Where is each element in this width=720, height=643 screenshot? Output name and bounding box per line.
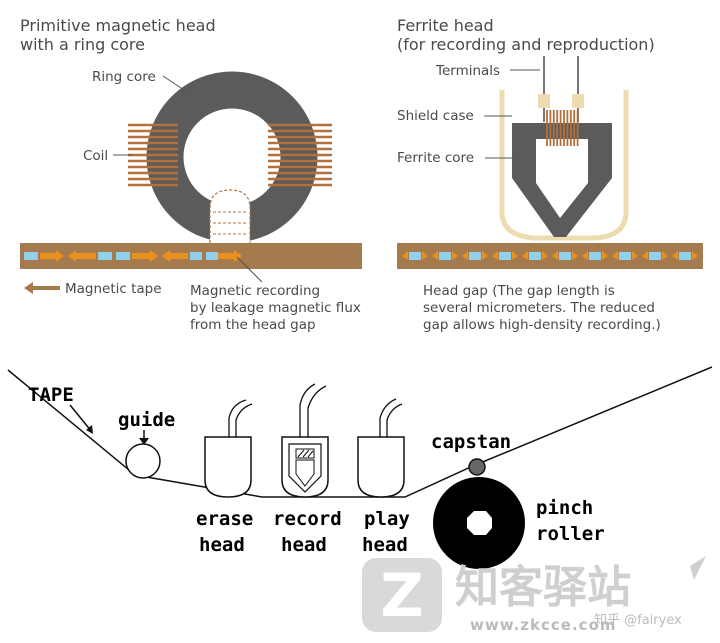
shield-case-label: Shield case <box>397 108 474 124</box>
recording-arrow <box>512 251 518 260</box>
ring-core-label: Ring core <box>92 69 156 85</box>
recording-bit <box>679 252 691 260</box>
recording-arrow <box>482 251 488 260</box>
play-head-label-2: head <box>362 534 408 556</box>
recording-arrow <box>642 251 648 260</box>
ferrite-core <box>512 123 612 237</box>
capstan <box>468 458 486 476</box>
recording-bit <box>439 252 451 260</box>
watermark: Z 知客驿站 www.zkcce.com 知乎 @fairyex <box>362 556 706 634</box>
recording-arrow <box>692 251 698 260</box>
tape-label: TAPE <box>28 384 74 406</box>
watermark-user: 知乎 @fairyex <box>594 612 682 628</box>
recording-bit <box>619 252 631 260</box>
recording-bit <box>529 252 541 260</box>
erase-head-label-2: head <box>199 534 245 556</box>
recording-arrow <box>162 250 188 262</box>
tape-right-recording-marks <box>402 251 698 260</box>
ring-head-title-line2: with a ring core <box>20 35 145 54</box>
recording-leader <box>236 256 263 283</box>
record-head <box>281 383 329 498</box>
recording-bit <box>190 252 202 260</box>
tape-path <box>7 366 713 498</box>
watermark-chinese: 知客驿站 <box>455 562 631 613</box>
recording-bit <box>559 252 571 260</box>
recording-arrow <box>402 251 408 260</box>
head-gap-label-line2: several micrometers. The reduced <box>423 300 655 316</box>
terminals-label: Terminals <box>435 63 500 79</box>
recording-arrow <box>452 251 458 260</box>
pinch-roller-label-1: pinch <box>536 497 593 519</box>
recording-arrow <box>582 251 588 260</box>
recording-bit <box>649 252 661 260</box>
erase-head <box>204 399 253 498</box>
ring-head-title-line1: Primitive magnetic head <box>20 16 216 35</box>
recording-arrow <box>632 251 638 260</box>
recording-label-line3: from the head gap <box>190 317 316 333</box>
recording-arrow <box>602 251 608 260</box>
tape-pointer-arrowhead <box>86 425 93 434</box>
pinch-roller <box>433 477 525 569</box>
ferrite-head-title-line2: (for recording and reproduction) <box>397 35 655 54</box>
ferrite-head-title-line1: Ferrite head <box>397 16 494 35</box>
recording-label-line1: Magnetic recording <box>190 283 320 299</box>
recording-bit <box>469 252 481 260</box>
recording-bit <box>499 252 511 260</box>
watermark-logo-letter: Z <box>380 561 424 631</box>
recording-arrow <box>132 250 158 262</box>
terminals <box>538 56 584 122</box>
recording-bit <box>589 252 601 260</box>
recording-bit <box>98 252 112 260</box>
tape-left-recording-marks <box>24 250 242 262</box>
coil-right <box>268 123 332 187</box>
shield-case <box>499 90 629 241</box>
head-gap-label-line3: gap allows high-density recording.) <box>423 317 661 333</box>
recording-arrow <box>40 250 64 262</box>
recording-bit <box>206 252 218 260</box>
play-head-label-1: play <box>364 508 410 530</box>
recording-arrow <box>462 251 468 260</box>
tape-pointer-arrow <box>69 404 93 433</box>
coil-label: Coil <box>83 148 108 164</box>
recording-arrow <box>522 251 528 260</box>
watermark-logo: Z <box>362 558 442 632</box>
head-gap-label-line1: Head gap (The gap length is <box>423 283 615 299</box>
recording-arrow <box>542 251 548 260</box>
recording-bit <box>409 252 421 260</box>
record-head-label-1: record <box>273 508 342 530</box>
watermark-accent <box>690 556 706 580</box>
erase-head-label-1: erase <box>196 508 253 530</box>
guide-pointer-arrowhead <box>139 438 149 445</box>
capstan-label: capstan <box>431 431 511 453</box>
ring-core-leader <box>162 75 191 95</box>
tape-guide <box>125 443 161 479</box>
recording-arrow <box>492 251 498 260</box>
recording-arrow <box>432 251 438 260</box>
ring-head-gap <box>209 189 251 243</box>
guide-label: guide <box>118 409 175 431</box>
ferrite-core-label: Ferrite core <box>397 150 474 166</box>
recording-bit <box>116 252 130 260</box>
recording-arrow <box>672 251 678 260</box>
recording-arrow <box>612 251 618 260</box>
recording-bit <box>24 252 38 260</box>
watermark-url: www.zkcce.com <box>470 616 617 634</box>
tape-direction-arrow <box>24 282 60 294</box>
recording-arrow <box>552 251 558 260</box>
recording-arrow <box>68 250 96 262</box>
recording-arrow <box>572 251 578 260</box>
recording-arrow <box>218 250 242 262</box>
recording-arrow <box>422 251 428 260</box>
coil-left <box>128 123 178 187</box>
magnetic-tape-label: Magnetic tape <box>65 281 162 297</box>
play-head <box>357 398 405 498</box>
ferrite-coil <box>546 110 579 146</box>
pinch-roller-label-2: roller <box>536 523 605 545</box>
recording-arrow <box>662 251 668 260</box>
recording-label-line2: by leakage magnetic flux <box>190 300 361 316</box>
record-head-label-2: head <box>281 534 327 556</box>
